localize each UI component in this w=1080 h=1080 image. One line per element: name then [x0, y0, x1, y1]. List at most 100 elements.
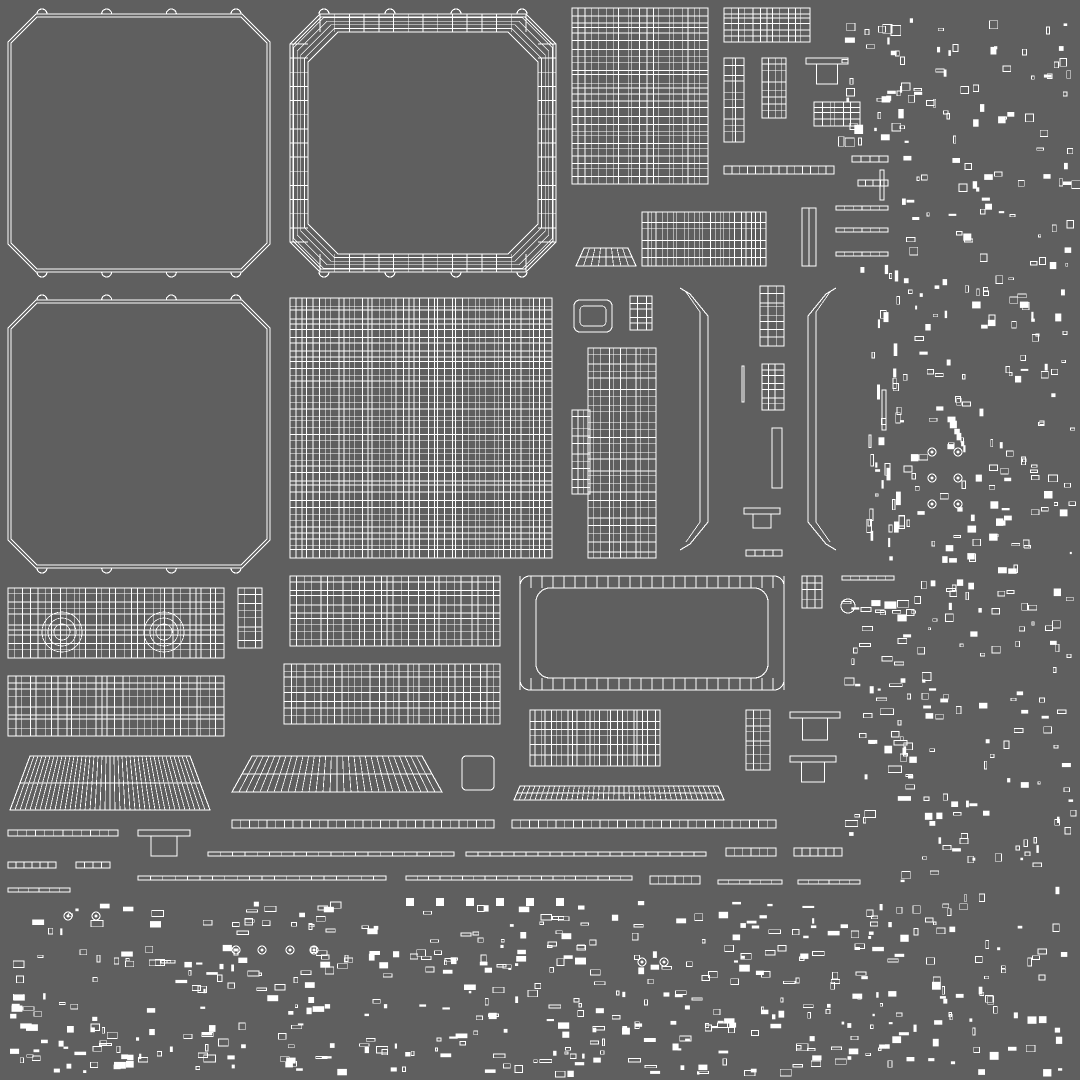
small-island — [972, 301, 981, 309]
small-island — [947, 444, 955, 450]
small-island — [425, 966, 435, 973]
island-border — [587, 347, 657, 559]
small-island — [113, 957, 120, 965]
frame-tab — [516, 8, 528, 15]
grid-ramp-lower — [529, 709, 661, 767]
small-island — [929, 870, 940, 875]
small-island — [508, 967, 512, 970]
small-island — [928, 417, 938, 422]
small-island — [925, 917, 934, 923]
strip-p — [723, 165, 835, 175]
small-island — [483, 905, 489, 912]
small-island — [981, 197, 990, 201]
small-island — [589, 1040, 600, 1045]
small-island — [812, 1055, 822, 1061]
small-island — [231, 1064, 235, 1069]
small-island — [751, 925, 760, 929]
frame-tab — [36, 294, 48, 301]
small-island — [899, 125, 905, 130]
small-island — [652, 951, 657, 958]
small-island — [1065, 262, 1069, 267]
small-island — [909, 246, 919, 256]
small-island — [963, 894, 968, 902]
fan-ring — [155, 623, 173, 641]
small-island — [918, 454, 929, 461]
small-island — [205, 1044, 209, 1052]
small-island — [921, 692, 929, 700]
small-island — [849, 78, 854, 85]
grid-small-f — [629, 295, 653, 331]
small-island — [894, 953, 905, 957]
frame-tab — [165, 271, 177, 278]
thin-bar — [771, 427, 783, 489]
small-island — [847, 1056, 852, 1060]
small-island — [859, 643, 871, 648]
small-island — [1061, 763, 1071, 768]
small-island — [939, 996, 946, 999]
small-island — [553, 1050, 557, 1056]
small-island — [582, 1053, 585, 1059]
small-island — [344, 957, 354, 963]
small-island — [484, 1069, 496, 1073]
small-island — [616, 990, 620, 996]
small-island — [183, 1033, 193, 1039]
small-island — [929, 821, 936, 826]
small-island — [929, 688, 937, 691]
small-island — [728, 1027, 735, 1034]
small-island — [650, 964, 660, 970]
small-island — [972, 538, 981, 547]
small-island — [444, 959, 448, 966]
small-island — [70, 1003, 79, 1010]
small-island — [889, 683, 903, 687]
small-island — [946, 113, 950, 120]
small-island — [293, 977, 299, 984]
small-island — [1011, 321, 1017, 329]
small-island — [1031, 621, 1035, 626]
small-island — [761, 1009, 769, 1015]
small-island — [942, 793, 948, 801]
island-border — [571, 7, 709, 185]
small-island — [16, 975, 24, 984]
small-island — [593, 1057, 601, 1063]
small-island — [860, 607, 872, 612]
small-island — [231, 964, 234, 972]
small-island — [509, 924, 514, 927]
small-island — [849, 122, 858, 130]
island-border — [761, 363, 785, 411]
small-island — [963, 233, 972, 241]
small-island — [964, 285, 969, 293]
small-island — [1045, 625, 1053, 632]
small-island — [200, 1006, 206, 1009]
small-island — [812, 951, 825, 957]
small-island — [832, 971, 839, 980]
small-island — [951, 801, 959, 807]
small-island — [1010, 697, 1017, 702]
small-ring-core — [312, 948, 316, 952]
small-ring — [63, 911, 73, 921]
small-island — [948, 1012, 953, 1018]
small-island — [1043, 174, 1051, 179]
small-island — [984, 975, 990, 980]
small-island — [79, 949, 88, 956]
small-island — [1038, 974, 1046, 981]
small-island — [949, 420, 957, 429]
small-island — [953, 812, 962, 816]
small-island — [880, 134, 890, 141]
small-island — [555, 930, 563, 935]
small-island — [329, 1043, 335, 1048]
small-island — [527, 989, 538, 998]
small-island — [895, 1012, 903, 1017]
small-island — [827, 1003, 831, 1008]
small-island — [868, 936, 872, 939]
small-island — [896, 491, 901, 506]
small-island — [1036, 845, 1039, 853]
small-island — [434, 1047, 438, 1052]
small-island — [942, 556, 948, 563]
small-island — [997, 947, 1001, 951]
frame-tab — [516, 271, 528, 278]
small-island — [1037, 948, 1047, 955]
small-island — [846, 88, 855, 97]
small-island — [358, 1043, 370, 1047]
small-island — [1053, 502, 1058, 506]
small-island — [921, 672, 932, 681]
